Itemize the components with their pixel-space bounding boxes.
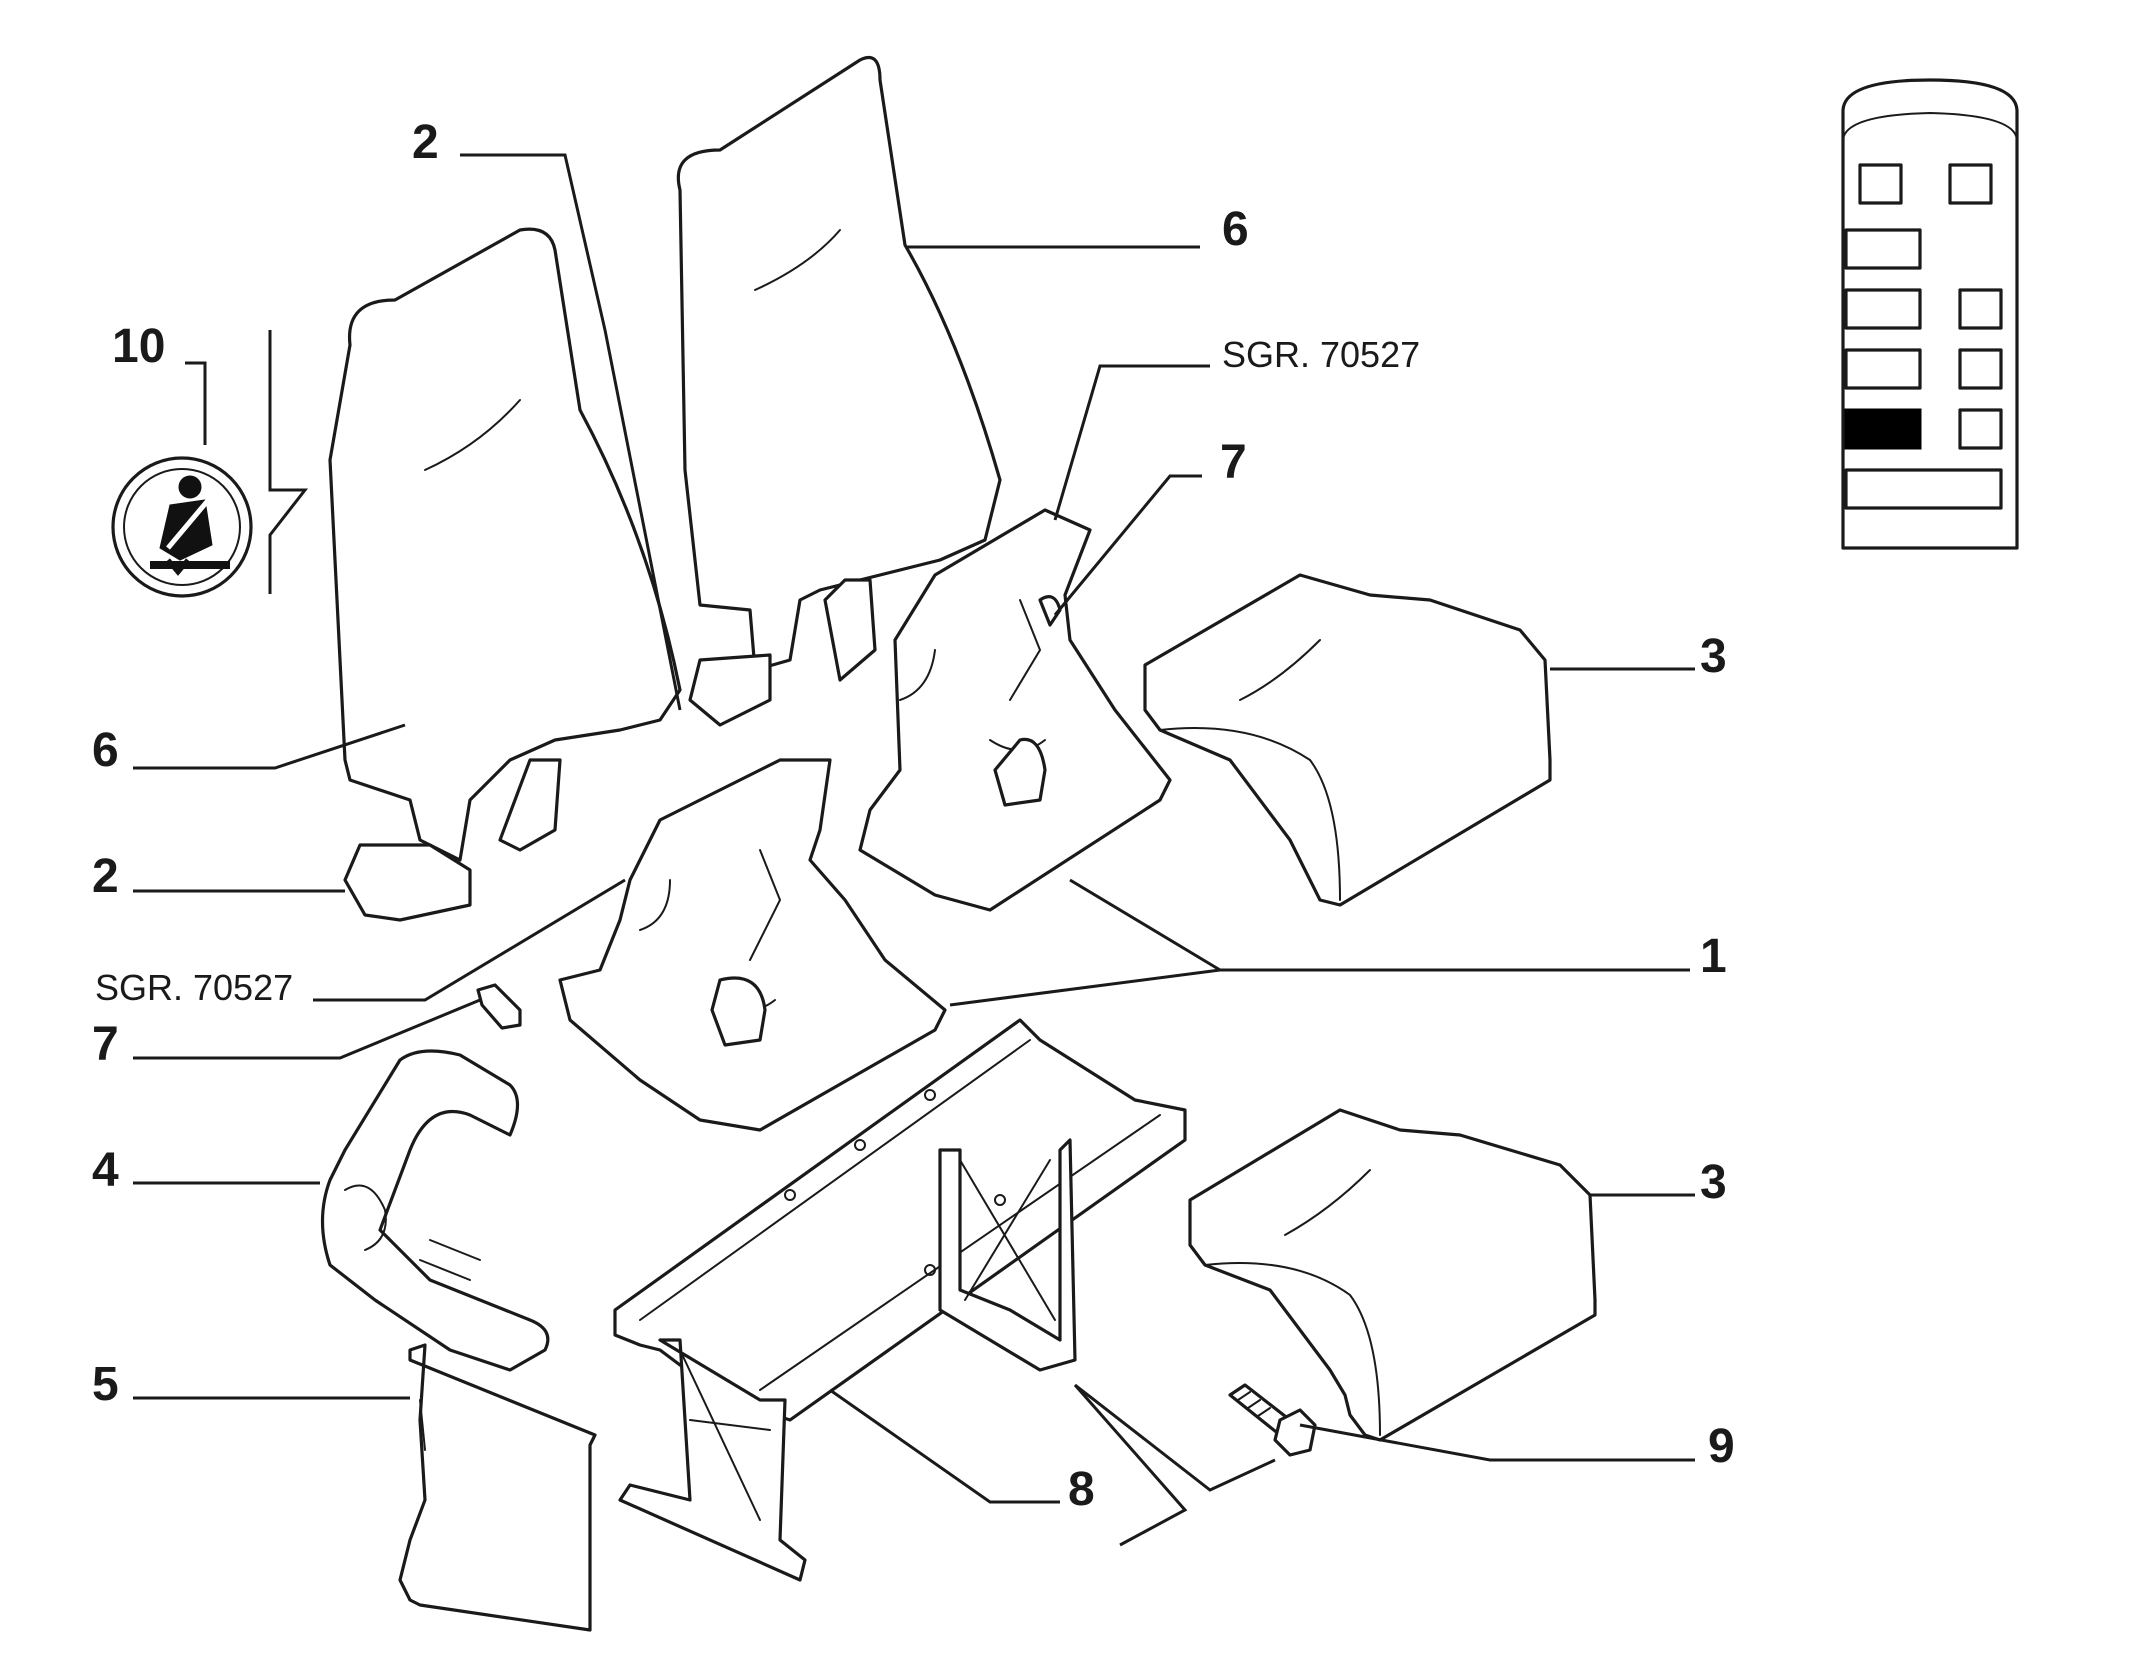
- seatbelt-warning-icon: [111, 456, 253, 598]
- seat-cushion-rear: [1143, 573, 1552, 907]
- seat-frame-front: [558, 758, 947, 1132]
- bolt: [1228, 1383, 1317, 1457]
- locator-slot-10: [1844, 468, 2003, 510]
- armrest: [320, 1049, 550, 1372]
- reference-sgr-left: SGR. 70527: [95, 967, 293, 1008]
- vehicle-seat-layout-icon: [1841, 78, 2019, 550]
- seat-back-left: [328, 227, 682, 922]
- callout-6-left: 6: [92, 724, 119, 777]
- locator-slot-8: [1958, 348, 2003, 390]
- clip-7-left: [476, 983, 522, 1030]
- callout-3-bottom: 3: [1700, 1156, 1727, 1209]
- callout-2-left: 2: [92, 850, 119, 903]
- locator-slot-3: [1844, 228, 1922, 270]
- reference-sgr-top: SGR. 70527: [1222, 334, 1420, 375]
- locator-slot-9: [1958, 408, 2003, 450]
- locator-slot-4: [1844, 288, 1922, 330]
- base-frame: [613, 1018, 1187, 1582]
- callout-7-left: 7: [92, 1018, 119, 1071]
- callout-9: 9: [1708, 1420, 1735, 1473]
- callout-1: 1: [1700, 930, 1727, 983]
- locator-slot-1: [1858, 163, 1903, 205]
- locator-slot-5: [1844, 348, 1922, 390]
- callout-6-right: 6: [1222, 203, 1249, 256]
- locator-slot-2: [1948, 163, 1993, 205]
- callout-3-top: 3: [1700, 630, 1727, 683]
- callout-4: 4: [92, 1144, 119, 1197]
- callout-2-top: 2: [412, 116, 439, 169]
- leader-lines: [133, 153, 1695, 1547]
- callout-10: 10: [112, 320, 165, 373]
- callout-8: 8: [1068, 1463, 1095, 1516]
- seat-back-right: [676, 55, 1002, 727]
- callout-5: 5: [92, 1358, 119, 1411]
- callout-7-top: 7: [1220, 436, 1247, 489]
- locator-slot-7: [1958, 288, 2003, 330]
- side-panel: [398, 1343, 597, 1632]
- locator-slot-6-highlight: [1844, 408, 1922, 450]
